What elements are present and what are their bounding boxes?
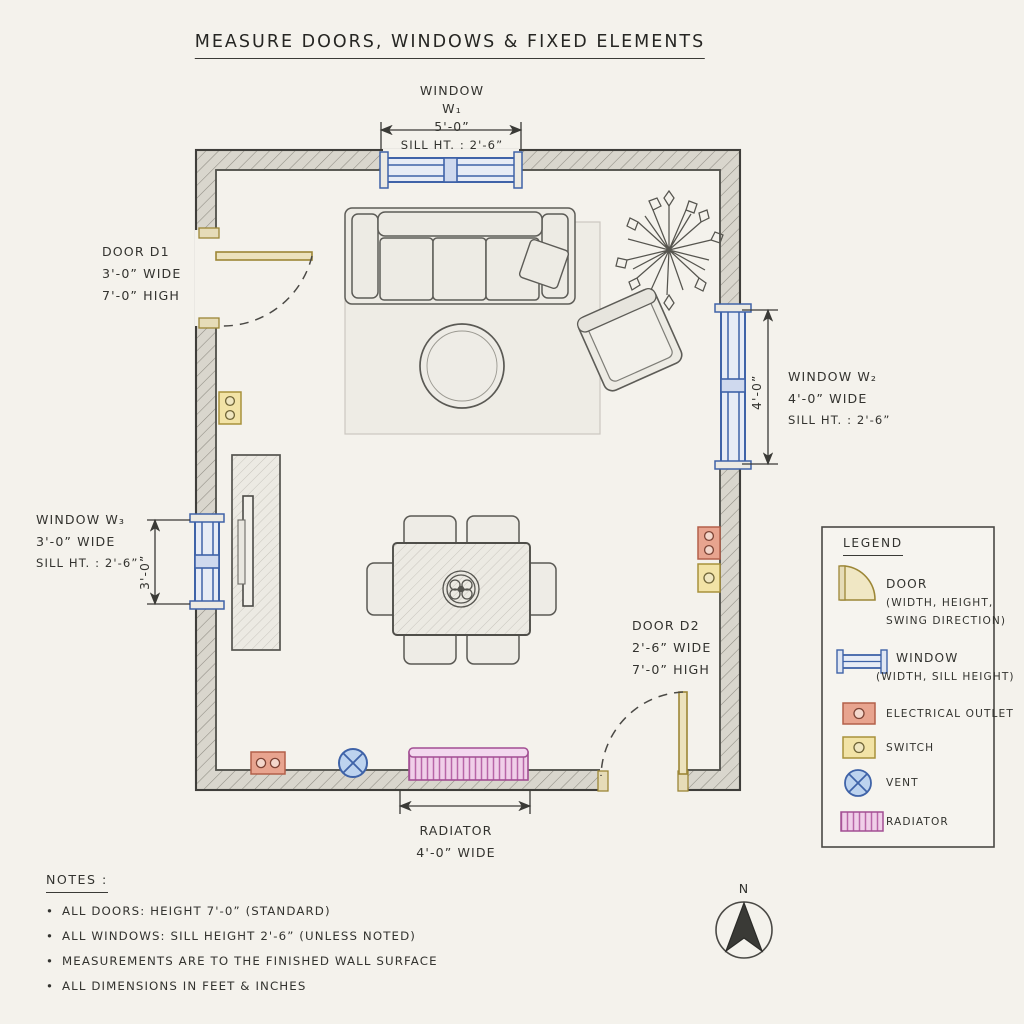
radiator-width: 4'-0” WIDE xyxy=(416,845,496,860)
note-item-2: ALL WINDOWS: SILL HEIGHT 2'-6” (UNLESS N… xyxy=(62,929,416,943)
window-w3-width: 3'-0” WIDE xyxy=(36,534,116,549)
window-w3-dim: 3'-0” xyxy=(137,554,152,590)
legend-sub-door-2: SWING DIRECTION) xyxy=(886,615,1007,627)
note-item-4: ALL DIMENSIONS IN FEET & INCHES xyxy=(62,979,307,993)
legend-sub-door-1: (WIDTH, HEIGHT, xyxy=(886,597,994,609)
dining-set xyxy=(366,515,557,665)
window-w2-dim: 4'-0” xyxy=(749,374,764,410)
legend-vent-icon xyxy=(844,769,872,797)
armchair xyxy=(576,287,683,392)
table-centerpiece xyxy=(442,570,480,608)
door-d1-label: DOOR D1 xyxy=(102,244,170,259)
legend-label-window: WINDOW xyxy=(896,651,959,665)
door-d1-height: 7'-0” HIGH xyxy=(102,288,180,303)
legend-window-band-icon xyxy=(836,649,888,674)
legend-electrical-outlet-icon xyxy=(842,702,876,725)
note-item-3: MEASUREMENTS ARE TO THE FINISHED WALL SU… xyxy=(62,954,438,968)
window-w3 xyxy=(189,513,225,610)
switch-left-wall xyxy=(218,391,242,425)
outlet-bottom-wall xyxy=(250,751,286,775)
notes-bullet-3: • xyxy=(46,954,55,968)
window-w2-width: 4'-0” WIDE xyxy=(788,391,868,406)
window-w1-tag: W₁ xyxy=(442,101,462,116)
notes-bullet-2: • xyxy=(46,929,55,943)
legend-label-switch: SWITCH xyxy=(886,742,935,754)
window-w1-sill: SILL HT. : 2'-6” xyxy=(400,138,504,152)
window-w3-sill: SILL HT. : 2'-6” xyxy=(36,556,139,570)
legend-label-outlet: ELECTRICAL OUTLET xyxy=(886,708,1014,720)
legend-sub-window-1: (WIDTH, SILL HEIGHT) xyxy=(876,671,1015,683)
door-d2-width: 2'-6” WIDE xyxy=(632,640,712,655)
compass-north-label: N xyxy=(738,881,750,896)
legend-label-radiator: RADIATOR xyxy=(886,816,949,828)
door-d2-height: 7'-0” HIGH xyxy=(632,662,710,677)
switch-right-wall xyxy=(697,563,721,593)
door-d1 xyxy=(198,227,313,329)
potted-plant xyxy=(615,189,724,312)
notes-bullet-1: • xyxy=(46,904,55,918)
coffee-table xyxy=(419,323,505,409)
window-w3-label: WINDOW W₃ xyxy=(36,512,126,527)
legend-label-vent: VENT xyxy=(886,777,919,789)
door-d1-width: 3'-0” WIDE xyxy=(102,266,182,281)
note-item-1: ALL DOORS: HEIGHT 7'-0” (STANDARD) xyxy=(62,904,331,918)
legend-label-door: DOOR xyxy=(886,577,928,591)
notes-title: NOTES : xyxy=(46,871,108,893)
legend-door-swing-icon xyxy=(838,565,876,601)
notes-bullet-4: • xyxy=(46,979,55,993)
window-w1 xyxy=(379,151,523,189)
vent-bottom-wall xyxy=(338,748,368,778)
window-w1-label: WINDOW xyxy=(419,83,485,98)
window-w2-label: WINDOW W₂ xyxy=(788,369,878,384)
window-w2 xyxy=(714,303,752,470)
door-d2-label: DOOR D2 xyxy=(632,618,700,633)
window-w2-sill: SILL HT. : 2'-6” xyxy=(788,413,891,427)
page-title: MEASURE DOORS, WINDOWS & FIXED ELEMENTS xyxy=(194,30,706,59)
throw-pillow xyxy=(518,238,570,290)
legend-radiator-icon xyxy=(840,811,884,832)
legend-title: LEGEND xyxy=(843,535,903,557)
radiator-label: RADIATOR xyxy=(419,823,493,838)
compass-rose xyxy=(715,901,773,959)
outlet-right-wall xyxy=(697,526,721,560)
window-w1-width: 5'-0” xyxy=(434,119,470,134)
dimension-lines xyxy=(147,122,778,814)
radiator-bottom-wall xyxy=(408,747,529,781)
door-d2 xyxy=(597,691,689,792)
media-console xyxy=(231,454,281,651)
legend-switch-icon xyxy=(842,736,876,759)
